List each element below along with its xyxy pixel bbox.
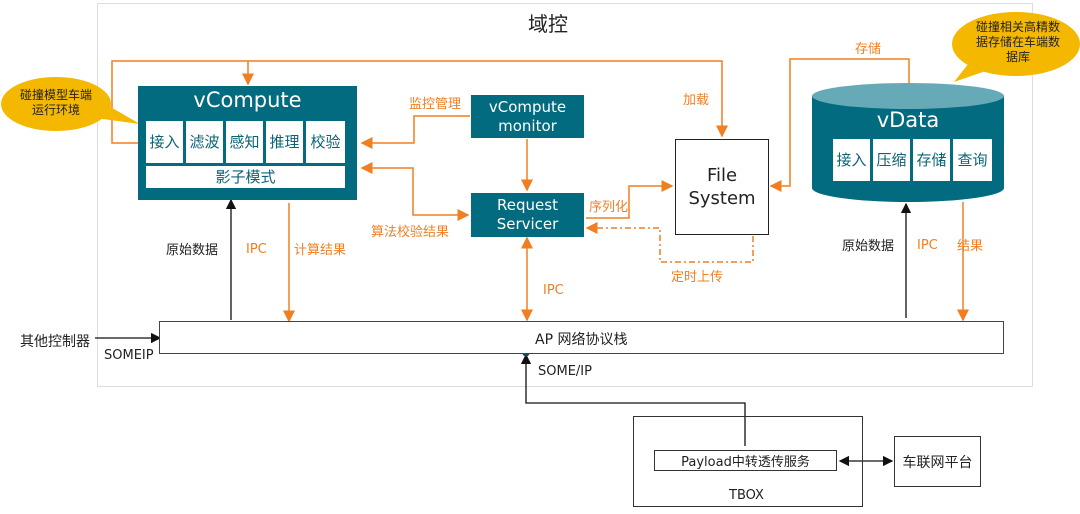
label-ipc-left: IPC <box>246 242 267 257</box>
label-algo-verify: 算法校验结果 <box>371 225 450 240</box>
request-servicer-block[interactable]: Request Servicer <box>471 193 584 237</box>
vcompute-module-filter[interactable]: 滤波 <box>186 121 223 163</box>
file-system-block[interactable]: File System <box>675 139 769 235</box>
vcompute-monitor-block[interactable]: vCompute monitor <box>471 95 584 138</box>
label-raw-data-left: 原始数据 <box>166 243 219 258</box>
vcompute-module-verify[interactable]: 校验 <box>306 121 345 163</box>
label-result: 结果 <box>957 239 984 254</box>
line-top-loop <box>111 60 728 144</box>
vcompute-module-access[interactable]: 接入 <box>146 121 183 163</box>
ap-network-stack[interactable] <box>159 321 1004 354</box>
rs-line2: Servicer <box>496 215 559 233</box>
vdata-module-query[interactable]: 查询 <box>953 139 992 181</box>
label-calc-result: 计算结果 <box>294 243 347 258</box>
label-timed-upload: 定时上传 <box>671 270 724 285</box>
vcompute-shadow-mode[interactable]: 影子模式 <box>146 166 345 188</box>
label-store: 存储 <box>855 42 882 57</box>
line-store <box>769 58 910 192</box>
vdata-title: vData <box>876 108 940 132</box>
label-someip-left: SOMEIP <box>104 348 154 363</box>
label-someip-bottom: SOME/IP <box>538 364 592 379</box>
domain-controller-title: 域控 <box>528 12 568 36</box>
callout-right-text: 碰撞相关高精数据存储在车端数据库 <box>976 20 1061 64</box>
fs-line2: System <box>688 188 756 209</box>
monitor-line2: monitor <box>498 116 557 135</box>
label-load: 加载 <box>683 93 710 108</box>
monitor-line1: vCompute <box>488 97 567 116</box>
vdata-module-compress[interactable]: 压缩 <box>873 139 910 181</box>
label-raw-data-right: 原始数据 <box>842 239 895 254</box>
line-timed-upload <box>585 222 754 263</box>
callout-left-bubble <box>1 77 140 131</box>
label-other-controllers: 其他控制器 <box>20 334 90 350</box>
tbox-label: TBOX <box>729 488 764 503</box>
fs-line1: File <box>706 165 738 186</box>
vcompute-module-inference[interactable]: 推理 <box>266 121 303 163</box>
label-ipc-mid: IPC <box>543 283 564 298</box>
iov-platform-block[interactable]: 车联网平台 <box>894 436 981 487</box>
callout-left-text: 碰撞模型车端运行环境 <box>20 88 93 117</box>
payload-relay-service[interactable]: Payload中转透传服务 <box>654 450 837 471</box>
vdata-module-store[interactable]: 存储 <box>913 139 950 181</box>
label-monitor-mgmt: 监控管理 <box>409 97 462 112</box>
tbox-block[interactable] <box>633 416 863 507</box>
vcompute-module-perception[interactable]: 感知 <box>226 121 263 163</box>
rs-line1: Request <box>497 196 558 214</box>
callout-right-bubble <box>952 12 1080 82</box>
vcompute-title: vCompute <box>193 88 302 112</box>
line-monitor-mgmt <box>360 115 470 149</box>
ap-network-stack-label: AP 网络协议栈 <box>535 332 628 348</box>
vdata-module-access[interactable]: 接入 <box>833 139 870 181</box>
line-someip-tbox <box>520 353 746 446</box>
line-serialize <box>586 180 674 219</box>
label-ipc-right: IPC <box>917 238 938 253</box>
domain-controller-frame <box>97 3 1033 387</box>
label-serialize: 序列化 <box>589 200 629 215</box>
line-algo-verify <box>360 162 470 221</box>
